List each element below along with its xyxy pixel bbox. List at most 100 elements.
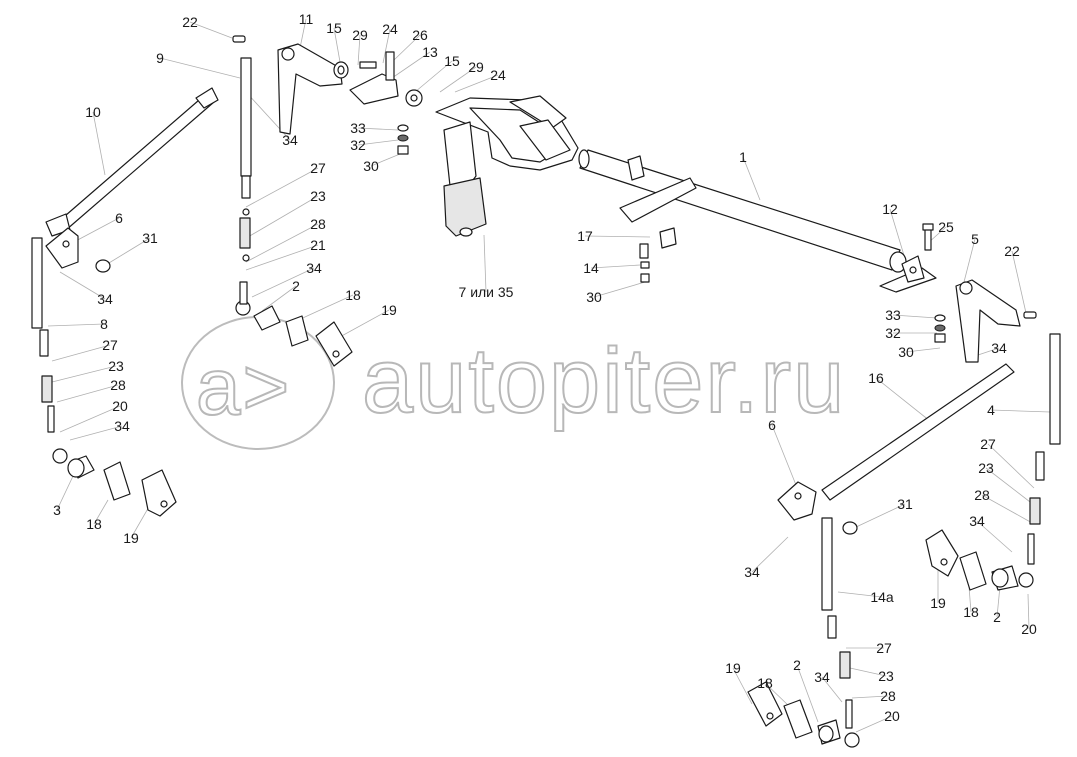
part-pin-2-left [67,455,95,479]
callout-label: 19 [381,302,397,318]
callout-label: 13 [422,44,438,60]
callout-label: 19 [725,660,741,676]
part-plate-18-right [959,551,987,591]
leader-line [855,715,893,733]
leader-line [751,536,789,573]
part-bracket-7 [435,95,579,237]
callout-label: 2 [793,657,801,673]
callout-label: 23 [310,188,326,204]
callout-label: 27 [102,337,118,353]
leader-line [337,309,390,339]
callout-label: 6 [115,210,123,226]
callout-label: 21 [310,237,326,253]
callout-label: 18 [757,675,773,691]
leader-line [357,139,399,146]
leader-line [732,667,753,705]
callout-label: 25 [938,219,954,235]
part-lever-11 [277,43,343,135]
leader-line [71,217,120,244]
leader-line [821,676,843,703]
callout-label: 4 [987,402,995,418]
leader-line [414,60,453,93]
part-plate-19-right [925,529,959,577]
part-plate-19-mid [315,321,353,367]
leader-line [189,21,233,39]
leader-line [889,208,907,263]
part-pin-22-left [232,35,246,43]
watermark: a> autopiter.ru [181,316,845,450]
callout-label: 31 [142,230,158,246]
callout-label: 17 [577,228,593,244]
callout-label: 14 [583,260,599,276]
part-rod-8 [31,237,68,464]
leader-line [56,473,75,511]
leader-line [849,667,887,677]
part-lever-6-right [777,481,817,521]
callout-label: 2 [993,609,1001,625]
leader-line [370,153,401,167]
part-pin-2-right [991,565,1019,591]
part-rod-10 [45,87,219,237]
leader-line [963,238,976,283]
part-pin-2-bottom [817,719,841,745]
leader-line [59,271,106,300]
callout-label: 28 [880,688,896,704]
callout-label: 34 [114,418,130,434]
callout-label: 3 [53,502,61,518]
watermark-logo: a> [196,342,291,431]
leader-line [357,127,399,131]
callout-label: 23 [108,358,124,374]
callout-label: 34 [744,564,760,580]
leader-line [299,18,307,49]
callout-label: 24 [382,21,398,37]
callout-label: 27 [980,436,996,452]
callout-label: 1 [739,149,747,165]
leader-line [593,281,646,298]
part-ring-31-right [842,521,858,535]
leader-line [439,66,477,93]
leader-line [293,294,354,323]
leader-line [56,384,119,403]
leader-line [261,285,297,312]
callout-label: 15 [444,53,460,69]
leader-line [875,377,936,426]
part-pin-2-mid [253,305,281,331]
callout-label: 9 [156,50,164,66]
part-plate-18-mid [285,315,309,347]
leader-line [590,264,641,269]
leader-line [59,405,121,433]
callout-label: 20 [1021,621,1037,637]
callout-label: 34 [814,669,830,685]
callout-label: 19 [930,595,946,611]
callout-label: 29 [352,27,368,43]
part-bolt-25 [922,223,934,251]
callout-label: 28 [974,487,990,503]
part-lever-13 [349,51,399,105]
leader-lines [47,18,1051,733]
callout-label: 18 [345,287,361,303]
part-nuts-33-32-30-right [934,314,946,343]
leader-line [47,323,105,327]
part-washer-15b [405,89,423,107]
leader-line [130,504,151,539]
callout-label: 19 [123,530,139,546]
callout-label: 33 [885,307,901,323]
leader-line [51,344,111,362]
callout-label: 34 [991,340,1007,356]
part-rod-14a [821,517,860,748]
callout-label: 22 [182,14,198,30]
part-washer-15 [333,61,349,79]
part-plate-19-left [141,469,177,517]
leader-line [584,235,651,238]
callout-label: 6 [768,417,776,433]
leader-line [454,74,499,93]
part-lever-5 [955,279,1021,363]
callout-label: 23 [878,668,894,684]
leader-line [357,34,361,66]
leader-line [771,424,799,491]
leader-line [251,267,315,298]
callout-label: 34 [306,260,322,276]
callout-label: 15 [326,20,342,36]
